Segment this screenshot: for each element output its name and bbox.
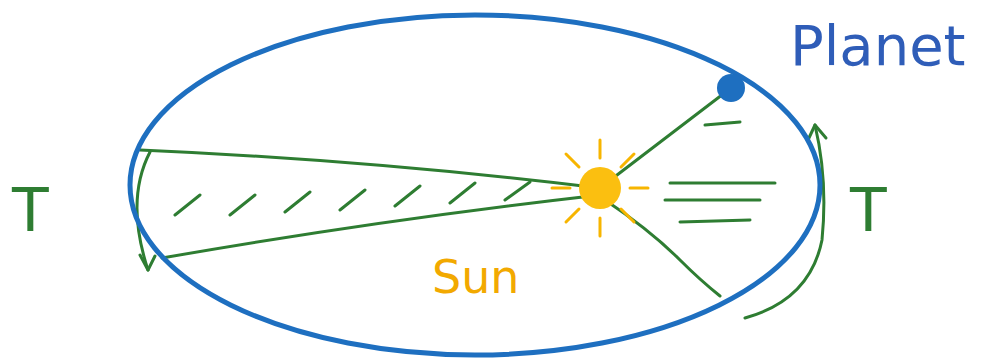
period-label: T xyxy=(12,180,49,240)
period-label: T xyxy=(850,180,887,240)
sun-rays xyxy=(552,140,648,236)
orbit-ellipse xyxy=(130,15,820,355)
sun-disc xyxy=(579,167,621,209)
planet-label: Planet xyxy=(790,18,966,74)
planet-dot xyxy=(717,74,745,102)
swept-areas xyxy=(137,88,826,318)
sun-label: Sun xyxy=(432,254,520,300)
